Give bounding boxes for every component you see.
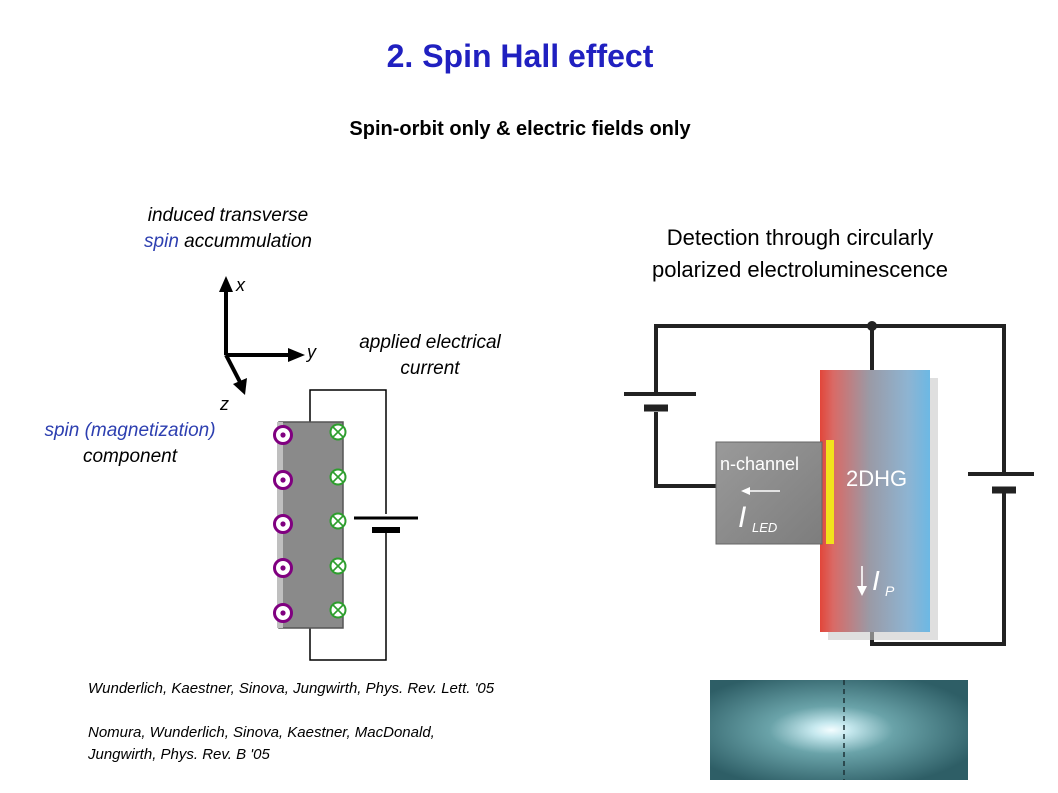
induced-rest: accummulation [178,231,312,252]
junction-strip [826,440,834,544]
spin-in-marker [329,512,347,530]
wire-left-top [654,324,872,394]
n-channel-label: n-channel [720,454,799,474]
spin-component-label: spin (magnetization) component [10,418,250,470]
spin-out-marker [273,558,293,578]
spin-hall-sample-diagram: x y z [219,275,418,661]
spin-out-marker [273,603,293,623]
detection-label: Detection through circularly polarized e… [590,222,1010,286]
page-subtitle: Spin-orbit only & electric fields only [349,118,691,140]
reference-2-line1: Nomura, Wunderlich, Sinova, Kaestner, Ma… [88,724,435,741]
spin-in-marker [329,601,347,619]
electroluminescence-image [710,680,968,780]
induced-spin-word: spin [144,231,179,252]
page-title: 2. Spin Hall effect [386,38,654,74]
wire-junction [867,321,877,331]
iled-arrow-head [741,487,750,495]
y-axis-arrowhead [288,348,305,362]
reference-1: Wunderlich, Kaestner, Sinova, Jungwirth,… [88,680,495,697]
applied-line1: applied electrical [359,332,501,353]
iled-label: I [738,501,746,534]
2dhg-label: 2DHG [846,466,907,491]
y-axis-label: y [305,342,317,362]
spin-in-marker [329,468,347,486]
spin-out-marker [273,425,293,445]
spin-component-line2: component [82,446,177,467]
induced-accumulation-label: induced transverse spin accummulation [98,203,358,255]
ip-arrow-head [857,586,867,596]
n-channel-block [715,441,823,545]
coordinate-axes: x y z [219,275,317,414]
circuit-wire-bottom [309,531,387,661]
detection-line2: polarized electroluminescence [652,257,948,282]
ip-subscript: P [885,583,895,599]
spin-in-marker [329,557,347,575]
wire-left-bottom [654,412,716,488]
induced-line1: induced transverse [147,205,309,226]
iled-subscript: LED [752,520,777,535]
spin-down-markers [329,423,347,619]
z-axis-label: z [219,394,229,414]
left-circuit [309,389,418,661]
circuit-wire-top [309,389,387,514]
x-axis-label: x [235,275,246,295]
spin-up-markers [273,425,293,623]
induced-line2: spin accummulation [98,229,358,255]
spin-out-marker [273,470,293,490]
detection-line1: Detection through circularly [666,225,934,250]
applied-line2: current [400,358,460,379]
2dhg-layer [820,370,930,632]
applied-current-label: applied electrical current [320,330,540,382]
led-device-diagram: 2DHG I P n-channel I LED [624,321,1034,780]
z-axis-arrowhead [233,378,247,395]
wire-right-top [872,324,1006,472]
ip-label: I [872,565,880,596]
x-axis-arrowhead [219,276,233,292]
z-axis-arrow [224,354,242,383]
reference-2-line2: Jungwirth, Phys. Rev. B '05 [88,746,270,763]
reference-2: Nomura, Wunderlich, Sinova, Kaestner, Ma… [88,722,628,766]
spin-in-marker [329,423,347,441]
spin-out-marker [273,514,293,534]
spin-component-line1: spin (magnetization) [44,420,216,441]
